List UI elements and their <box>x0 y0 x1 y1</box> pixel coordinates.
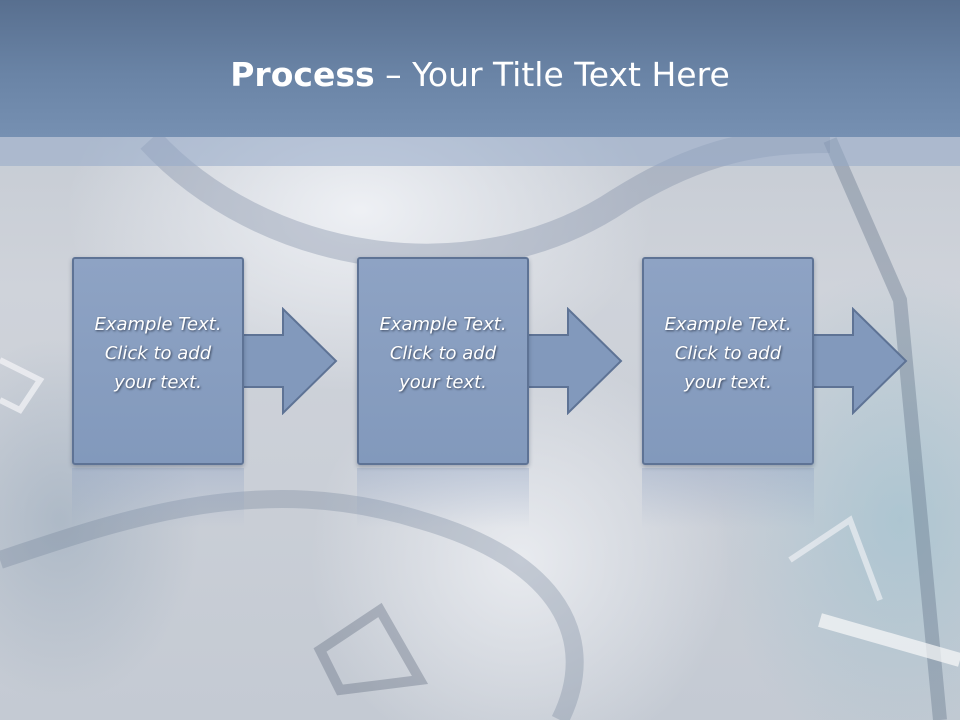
step-1-box[interactable] <box>72 257 244 465</box>
subtitle-band <box>0 137 960 166</box>
step-1-text[interactable]: Example Text. Click to add your text. <box>94 314 222 393</box>
title-band <box>0 0 960 137</box>
step-2-arrow-icon <box>528 307 623 415</box>
step-2-text[interactable]: Example Text. Click to add your text. <box>379 314 507 393</box>
step-1-reflection <box>72 468 244 528</box>
step-2-reflection <box>357 468 529 528</box>
step-3-reflection <box>642 468 814 528</box>
step-3-arrow-icon <box>813 307 908 415</box>
slide-title[interactable]: Process – Your Title Text Here <box>0 52 960 98</box>
title-rest-part: – Your Title Text Here <box>385 55 730 94</box>
title-bold-part: Process <box>230 55 375 94</box>
step-1-arrow-icon <box>243 307 338 415</box>
step-2-box[interactable] <box>357 257 529 465</box>
step-3-box[interactable] <box>642 257 814 465</box>
step-3-text[interactable]: Example Text. Click to add your text. <box>664 314 792 393</box>
